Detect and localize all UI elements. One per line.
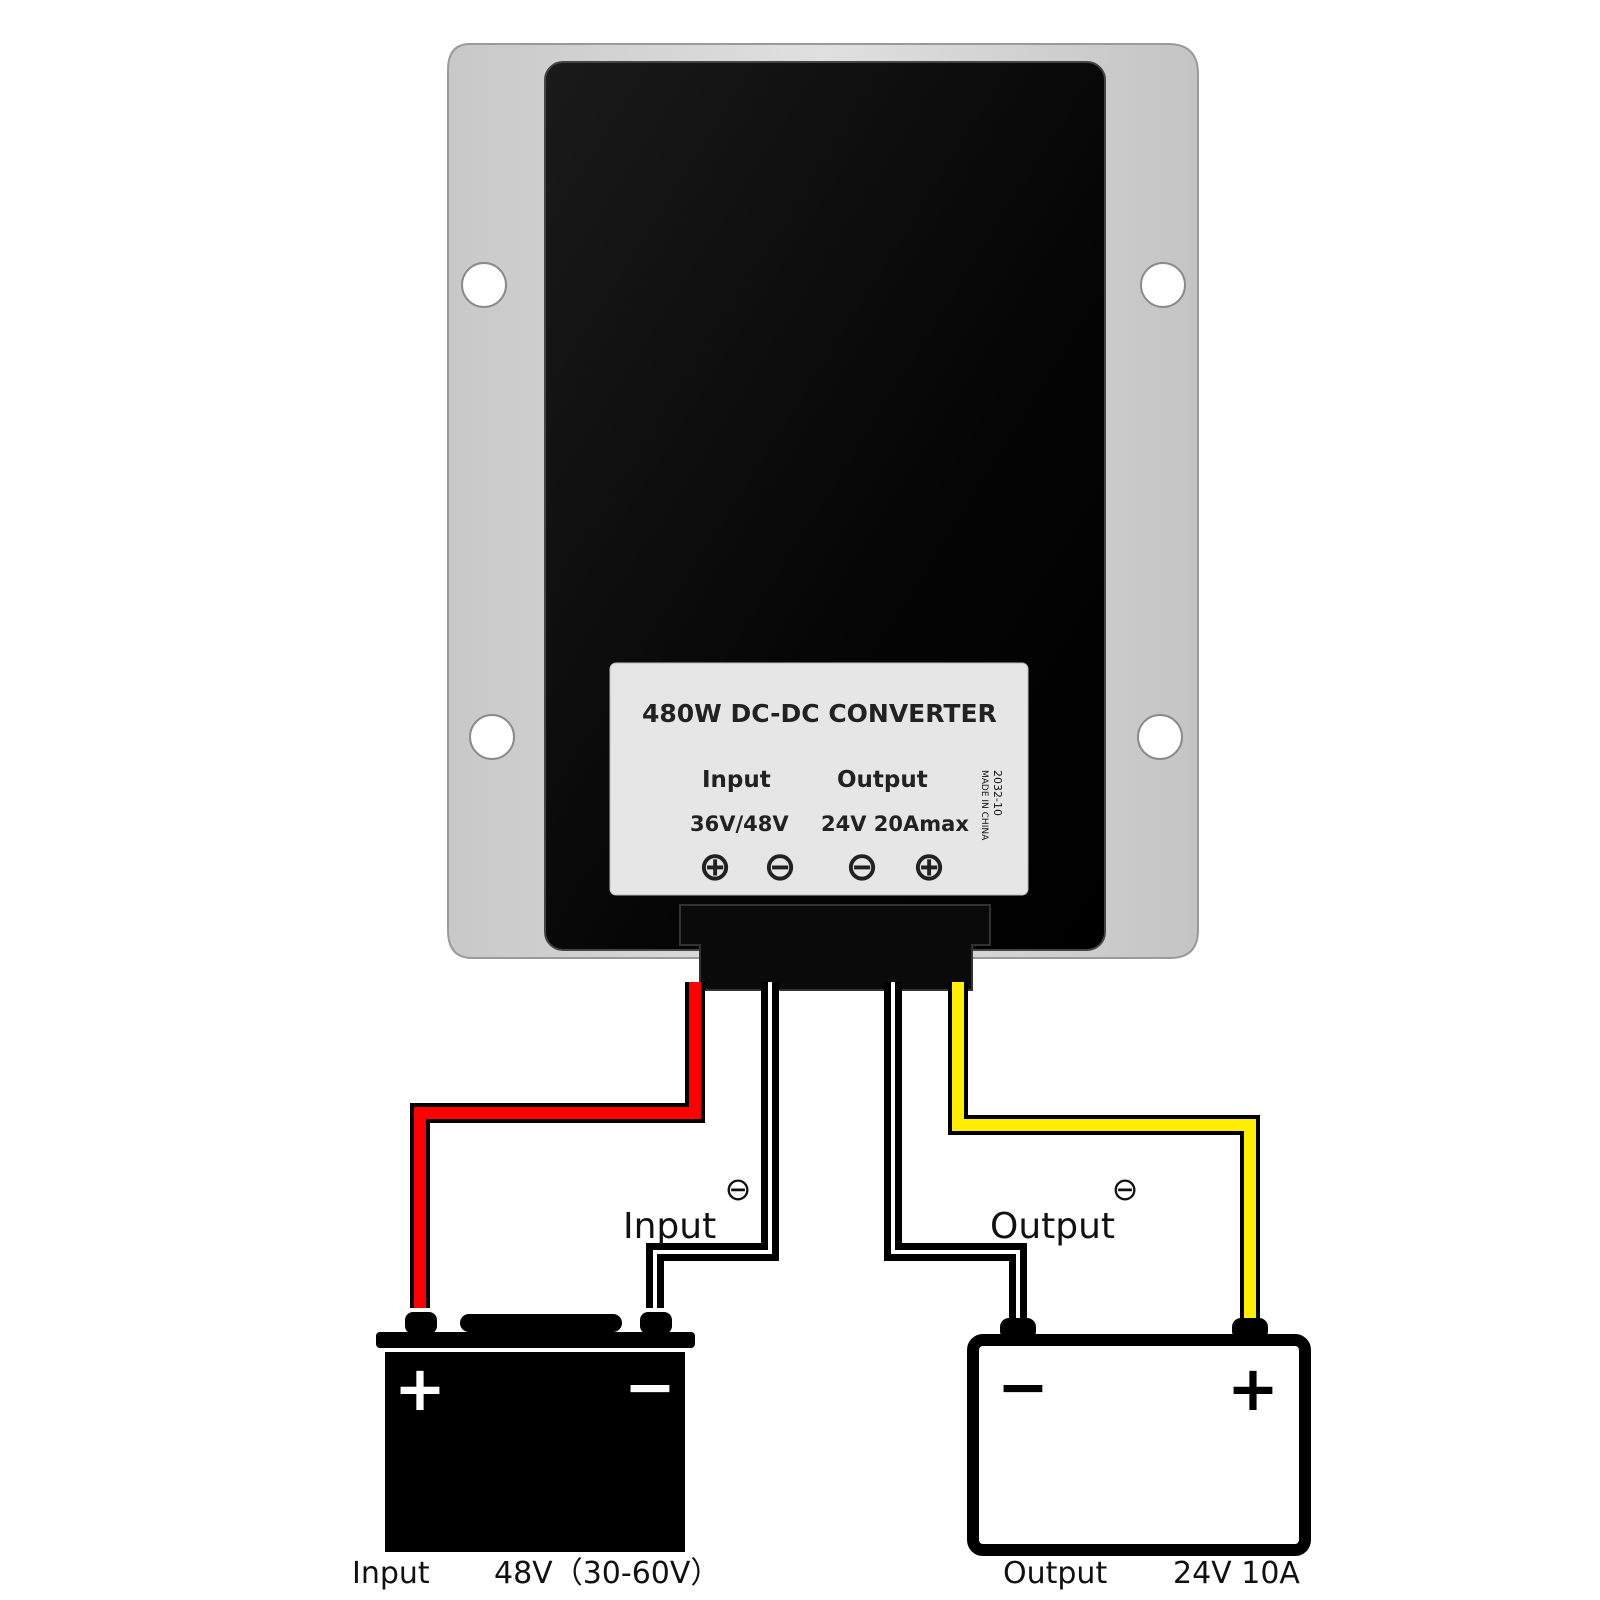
output-caption-value: 24V 10A bbox=[1173, 1556, 1300, 1591]
output-battery-body bbox=[967, 1334, 1311, 1556]
output-battery-plus: + bbox=[1227, 1352, 1279, 1425]
label-input-heading: Input bbox=[702, 767, 771, 793]
terminal-symbol-in-neg: ⊖ bbox=[763, 844, 797, 890]
terminal-symbol-out-pos: ⊕ bbox=[912, 844, 946, 890]
wiring-output-label: Output bbox=[990, 1206, 1115, 1247]
label-output-heading: Output bbox=[837, 767, 928, 793]
input-battery-plus: + bbox=[394, 1352, 446, 1425]
output-battery-minus: − bbox=[997, 1350, 1049, 1423]
output-caption-label: Output bbox=[1003, 1556, 1107, 1591]
input-battery-top-bar bbox=[460, 1314, 622, 1332]
mounting-hole-bottom-right bbox=[1137, 714, 1183, 760]
mounting-hole-top-left bbox=[461, 262, 507, 308]
mounting-hole-top-right bbox=[1140, 262, 1186, 308]
wiring-input-neg-mark: ⊖ bbox=[725, 1170, 752, 1208]
input-battery-minus: − bbox=[624, 1350, 676, 1423]
input-battery-lid bbox=[376, 1332, 695, 1348]
mounting-hole-bottom-left bbox=[469, 714, 515, 760]
wiring-output-neg-mark: ⊖ bbox=[1112, 1170, 1139, 1208]
label-code: 2032-10 bbox=[991, 770, 1004, 816]
wire-input-positive bbox=[414, 982, 701, 1308]
spec-label: 480W DC-DC CONVERTER Input Output 36V/48… bbox=[609, 662, 1029, 896]
output-battery: − + bbox=[967, 1318, 1311, 1556]
input-battery: + − bbox=[376, 1312, 695, 1552]
label-origin: MADE IN CHINA bbox=[979, 770, 989, 841]
label-output-spec: 24V 20Amax bbox=[821, 812, 969, 836]
wire-output-positive bbox=[952, 982, 1256, 1318]
input-battery-pos-terminal bbox=[405, 1312, 437, 1334]
input-caption-label: Input bbox=[352, 1556, 430, 1591]
input-caption-value: 48V（30-60V） bbox=[494, 1556, 720, 1591]
wire-input-negative-core bbox=[653, 982, 772, 1308]
wire-input-negative bbox=[646, 982, 779, 1308]
terminal-symbol-out-neg: ⊖ bbox=[845, 844, 879, 890]
label-input-voltage: 36V/48V bbox=[690, 812, 789, 836]
wire-output-positive-border bbox=[948, 982, 1260, 1318]
wiring-input-label: Input bbox=[623, 1206, 716, 1247]
input-battery-body bbox=[385, 1352, 685, 1552]
terminal-symbol-in-pos: ⊕ bbox=[698, 844, 732, 890]
wires bbox=[410, 982, 1260, 1318]
input-battery-neg-terminal bbox=[640, 1312, 672, 1334]
wire-output-negative-core bbox=[891, 982, 1020, 1318]
device-title: 480W DC-DC CONVERTER bbox=[642, 699, 997, 728]
